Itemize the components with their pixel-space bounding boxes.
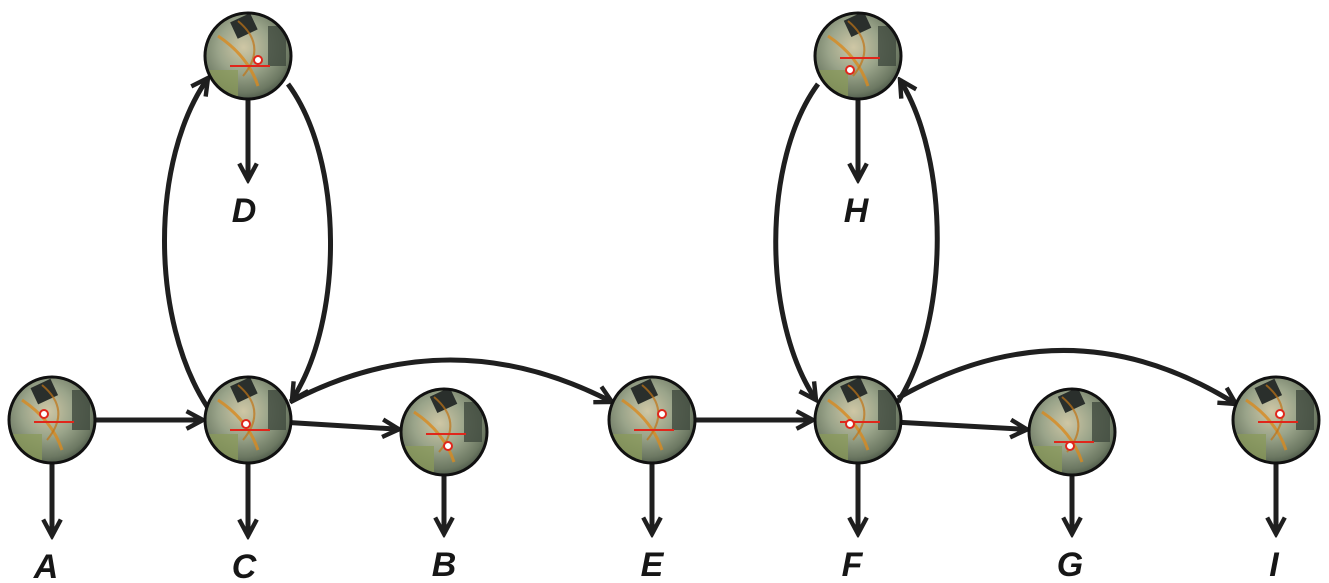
edge-c-to-d bbox=[162, 78, 209, 410]
label-f: F bbox=[842, 546, 864, 583]
label-e: E bbox=[641, 546, 665, 583]
node-ring bbox=[399, 387, 489, 477]
node-ring bbox=[203, 375, 293, 465]
node-thumbnail bbox=[610, 378, 694, 462]
edge-d-to-c bbox=[285, 82, 333, 400]
node-thumbnail bbox=[206, 378, 290, 462]
edge-f-to-g bbox=[900, 422, 1027, 429]
node-ring bbox=[1231, 375, 1321, 465]
node-g bbox=[1027, 387, 1117, 477]
label-h: H bbox=[844, 192, 870, 230]
node-b bbox=[399, 387, 489, 477]
node-h bbox=[813, 11, 903, 101]
edge-f-to-i bbox=[896, 348, 1236, 404]
edge-c-to-e bbox=[288, 357, 612, 402]
node-a bbox=[7, 375, 97, 465]
node-d bbox=[203, 11, 293, 101]
label-g: G bbox=[1057, 546, 1083, 583]
edge-c-to-b bbox=[290, 423, 399, 430]
edges-layer bbox=[52, 78, 1276, 536]
node-i bbox=[1231, 375, 1321, 465]
node-thumbnail bbox=[1234, 378, 1318, 462]
node-ring bbox=[203, 11, 293, 101]
node-e bbox=[607, 375, 697, 465]
node-thumbnail bbox=[206, 14, 290, 98]
node-ring bbox=[813, 375, 903, 465]
node-thumbnail bbox=[402, 390, 486, 474]
label-i: I bbox=[1269, 546, 1280, 583]
nodes-layer bbox=[7, 11, 1321, 477]
label-a: A bbox=[33, 548, 59, 583]
label-b: B bbox=[432, 546, 457, 583]
node-thumbnail bbox=[816, 378, 900, 462]
edge-h-to-f bbox=[773, 82, 821, 400]
node-f bbox=[813, 375, 903, 465]
node-thumbnail bbox=[816, 14, 900, 98]
node-ring bbox=[813, 11, 903, 101]
node-ring bbox=[607, 375, 697, 465]
label-c: C bbox=[232, 548, 257, 583]
node-ring bbox=[1027, 387, 1117, 477]
edge-f-to-h bbox=[895, 80, 940, 404]
node-c bbox=[203, 375, 293, 465]
node-ring bbox=[7, 375, 97, 465]
label-d: D bbox=[232, 192, 257, 230]
labels-layer: A C B E F G I D H bbox=[33, 192, 1281, 583]
